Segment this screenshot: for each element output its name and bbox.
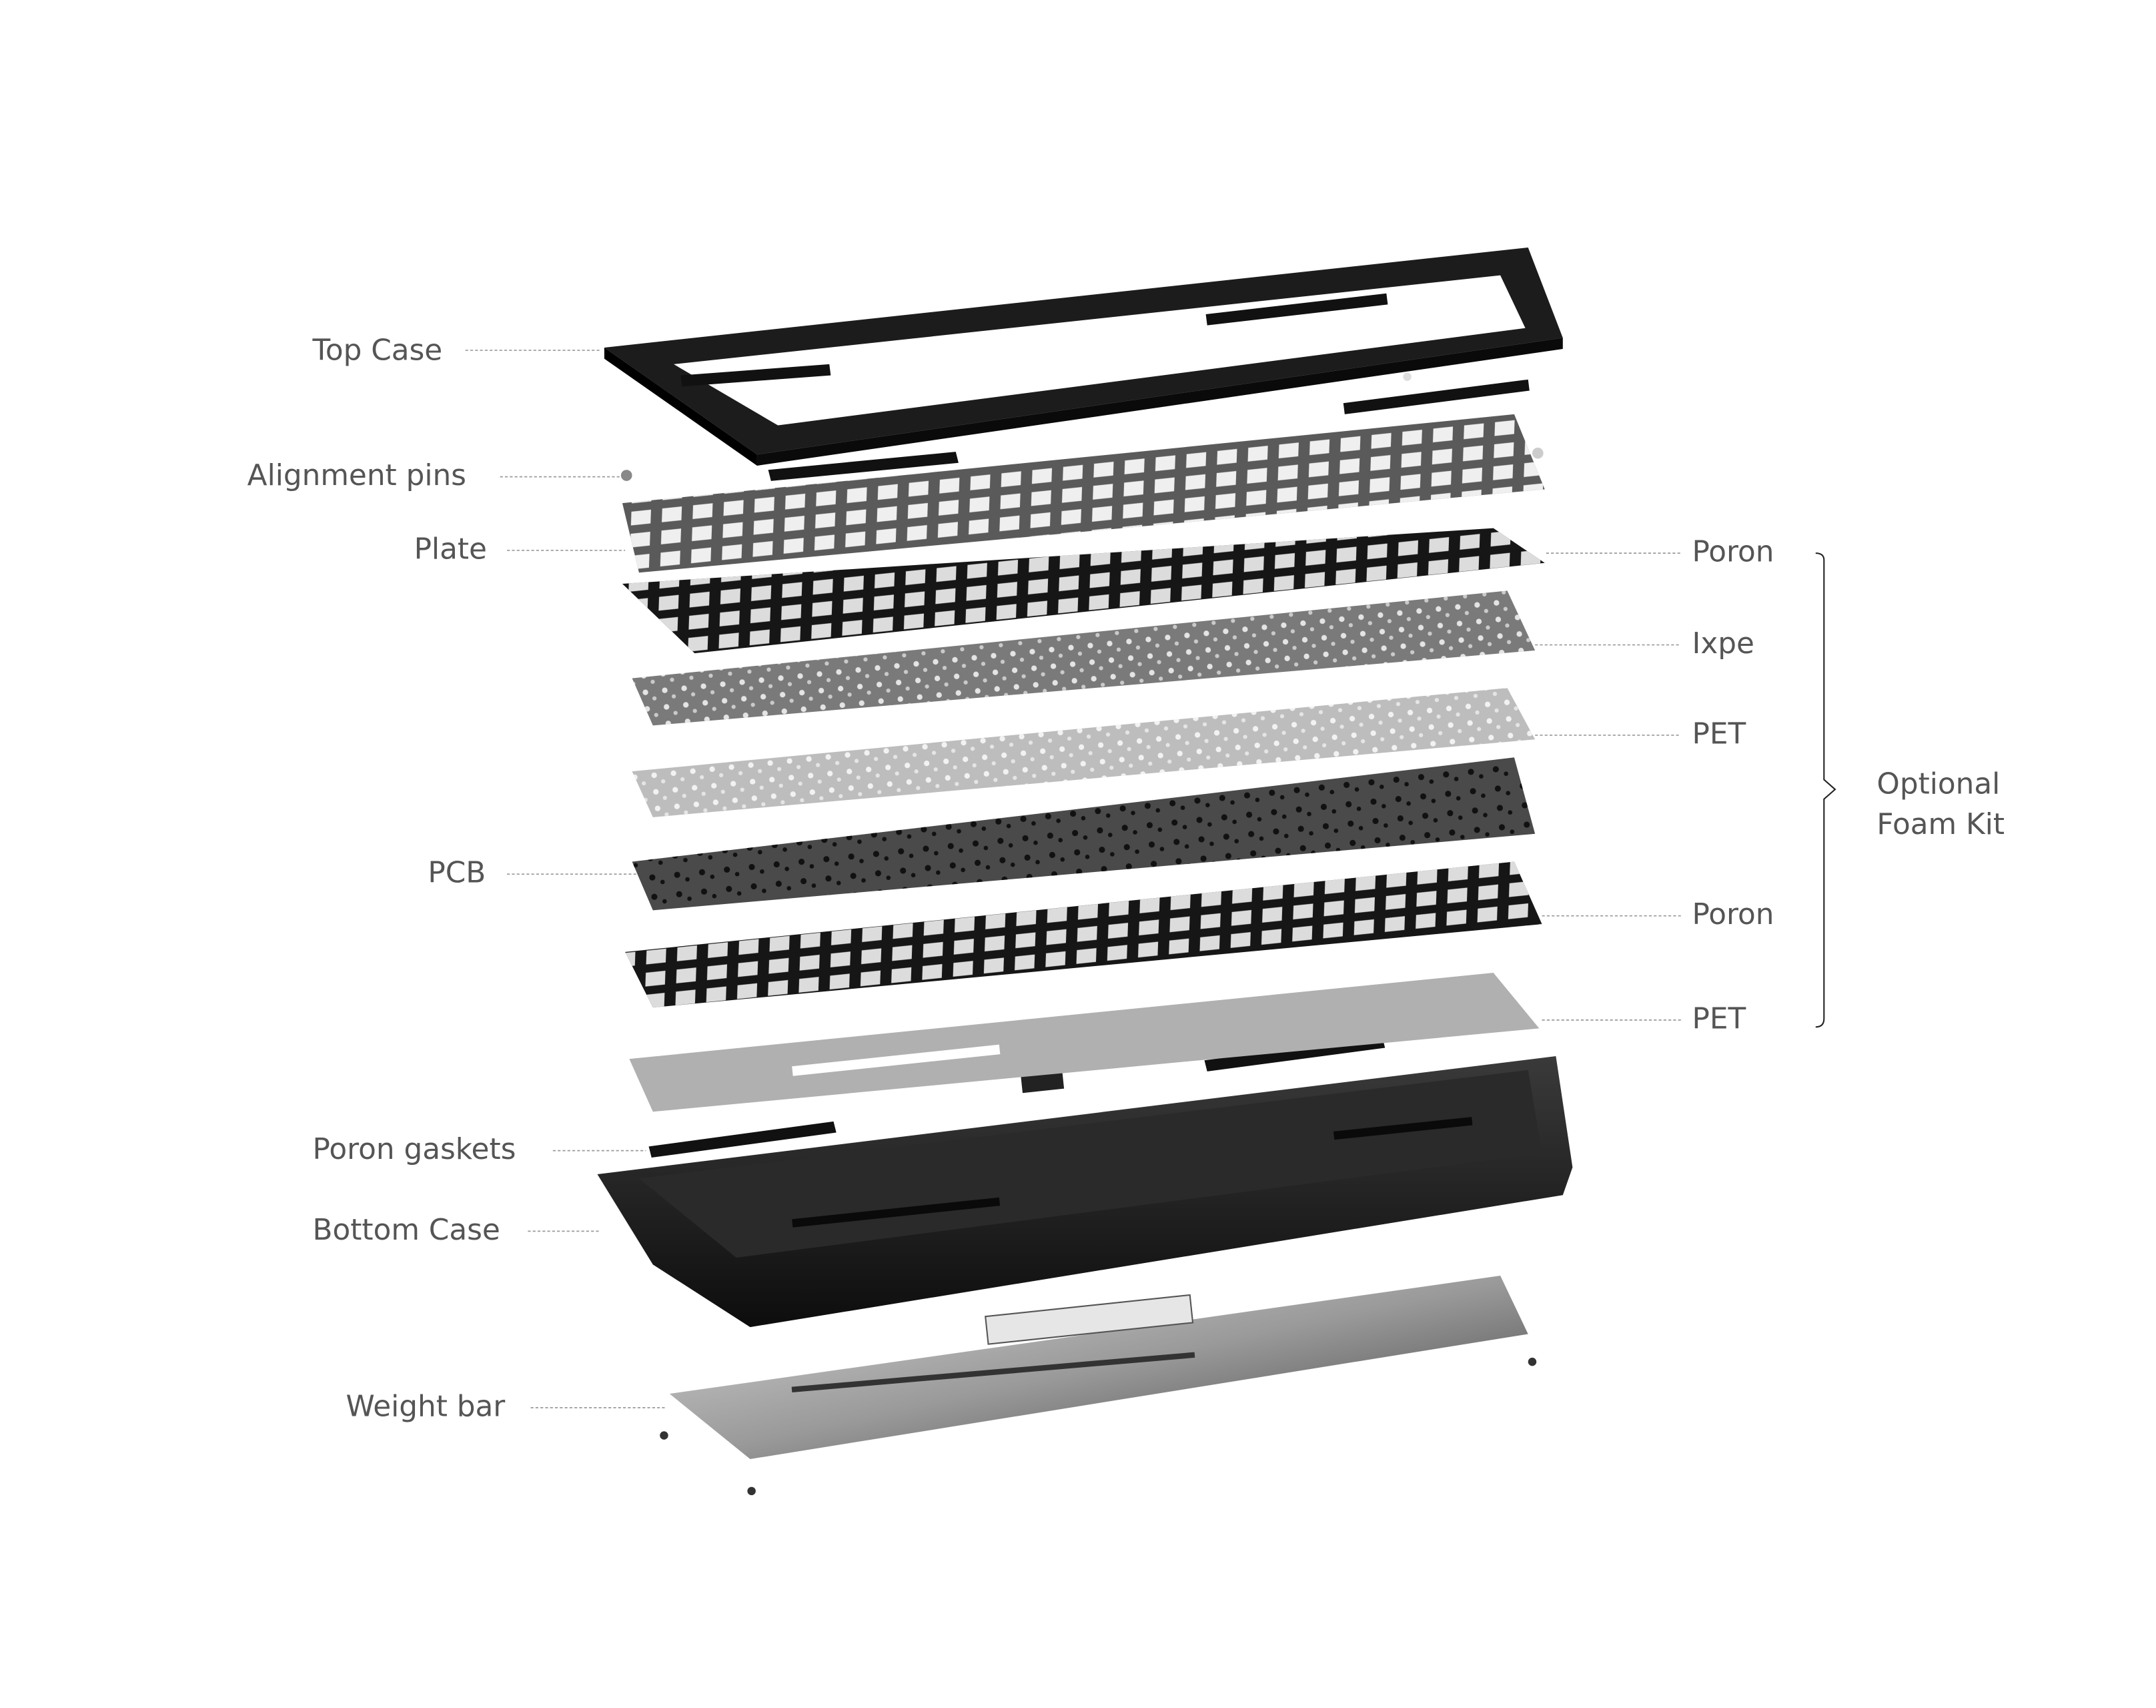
top-case-part: [604, 248, 1563, 466]
group-brace: [1815, 552, 1836, 1028]
label-pet-bottom: PET: [1692, 1001, 1746, 1035]
ixpe-layer: [632, 590, 1536, 726]
poron-lower-layer: [625, 861, 1542, 1008]
label-pet-upper: PET: [1692, 717, 1746, 751]
label-poron-gaskets: Poron gaskets: [313, 1132, 516, 1166]
pet-bottom-layer: [629, 973, 1540, 1112]
alignment-pins-part: [620, 372, 1544, 481]
pcb-layer: [632, 757, 1536, 911]
group-label-line2: Foam Kit: [1876, 807, 2005, 841]
plate-layer: [622, 414, 1545, 573]
bottom-case-part: [597, 1056, 1573, 1328]
label-alignment-pins: Alignment pins: [247, 458, 466, 492]
label-pcb: PCB: [428, 856, 486, 890]
group-label-line1: Optional: [1876, 767, 2000, 801]
label-poron-upper: Poron: [1692, 535, 1774, 569]
label-poron-lower: Poron: [1692, 897, 1774, 931]
right-labels: Poron Ixpe PET Poron PET Optional Foam K…: [1535, 535, 2005, 1035]
label-plate: Plate: [414, 532, 487, 566]
left-labels: Top Case Alignment pins Plate PCB Poron …: [247, 334, 667, 1423]
weight-bar-part: [660, 1276, 1537, 1496]
label-ixpe: Ixpe: [1692, 626, 1754, 661]
label-top-case: Top Case: [312, 334, 443, 368]
poron-upper-layer: [622, 528, 1545, 654]
pet-upper-layer: [632, 688, 1536, 817]
label-weight-bar: Weight bar: [346, 1389, 506, 1423]
label-bottom-case: Bottom Case: [313, 1213, 500, 1247]
